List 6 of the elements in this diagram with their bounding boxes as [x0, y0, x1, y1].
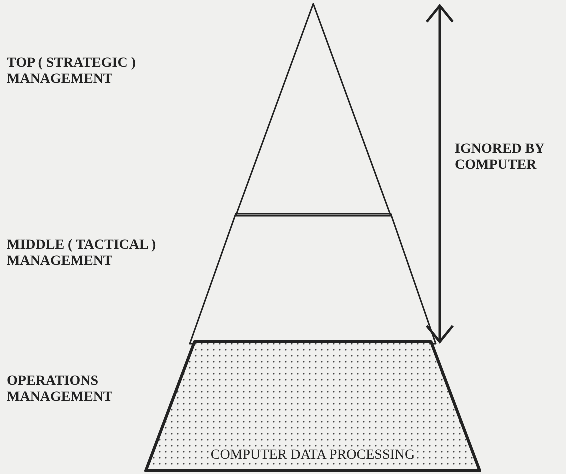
pyramid-tier — [146, 342, 480, 471]
level-label: MIDDLE ( TACTICAL ) MANAGEMENT — [7, 238, 158, 270]
pyramid-apex — [236, 4, 391, 216]
level-label: IGNORED BY COMPUTER — [455, 142, 546, 174]
level-label: OPERATIONS MANAGEMENT — [7, 374, 114, 406]
level-label: TOP ( STRATEGIC ) MANAGEMENT — [7, 56, 138, 88]
